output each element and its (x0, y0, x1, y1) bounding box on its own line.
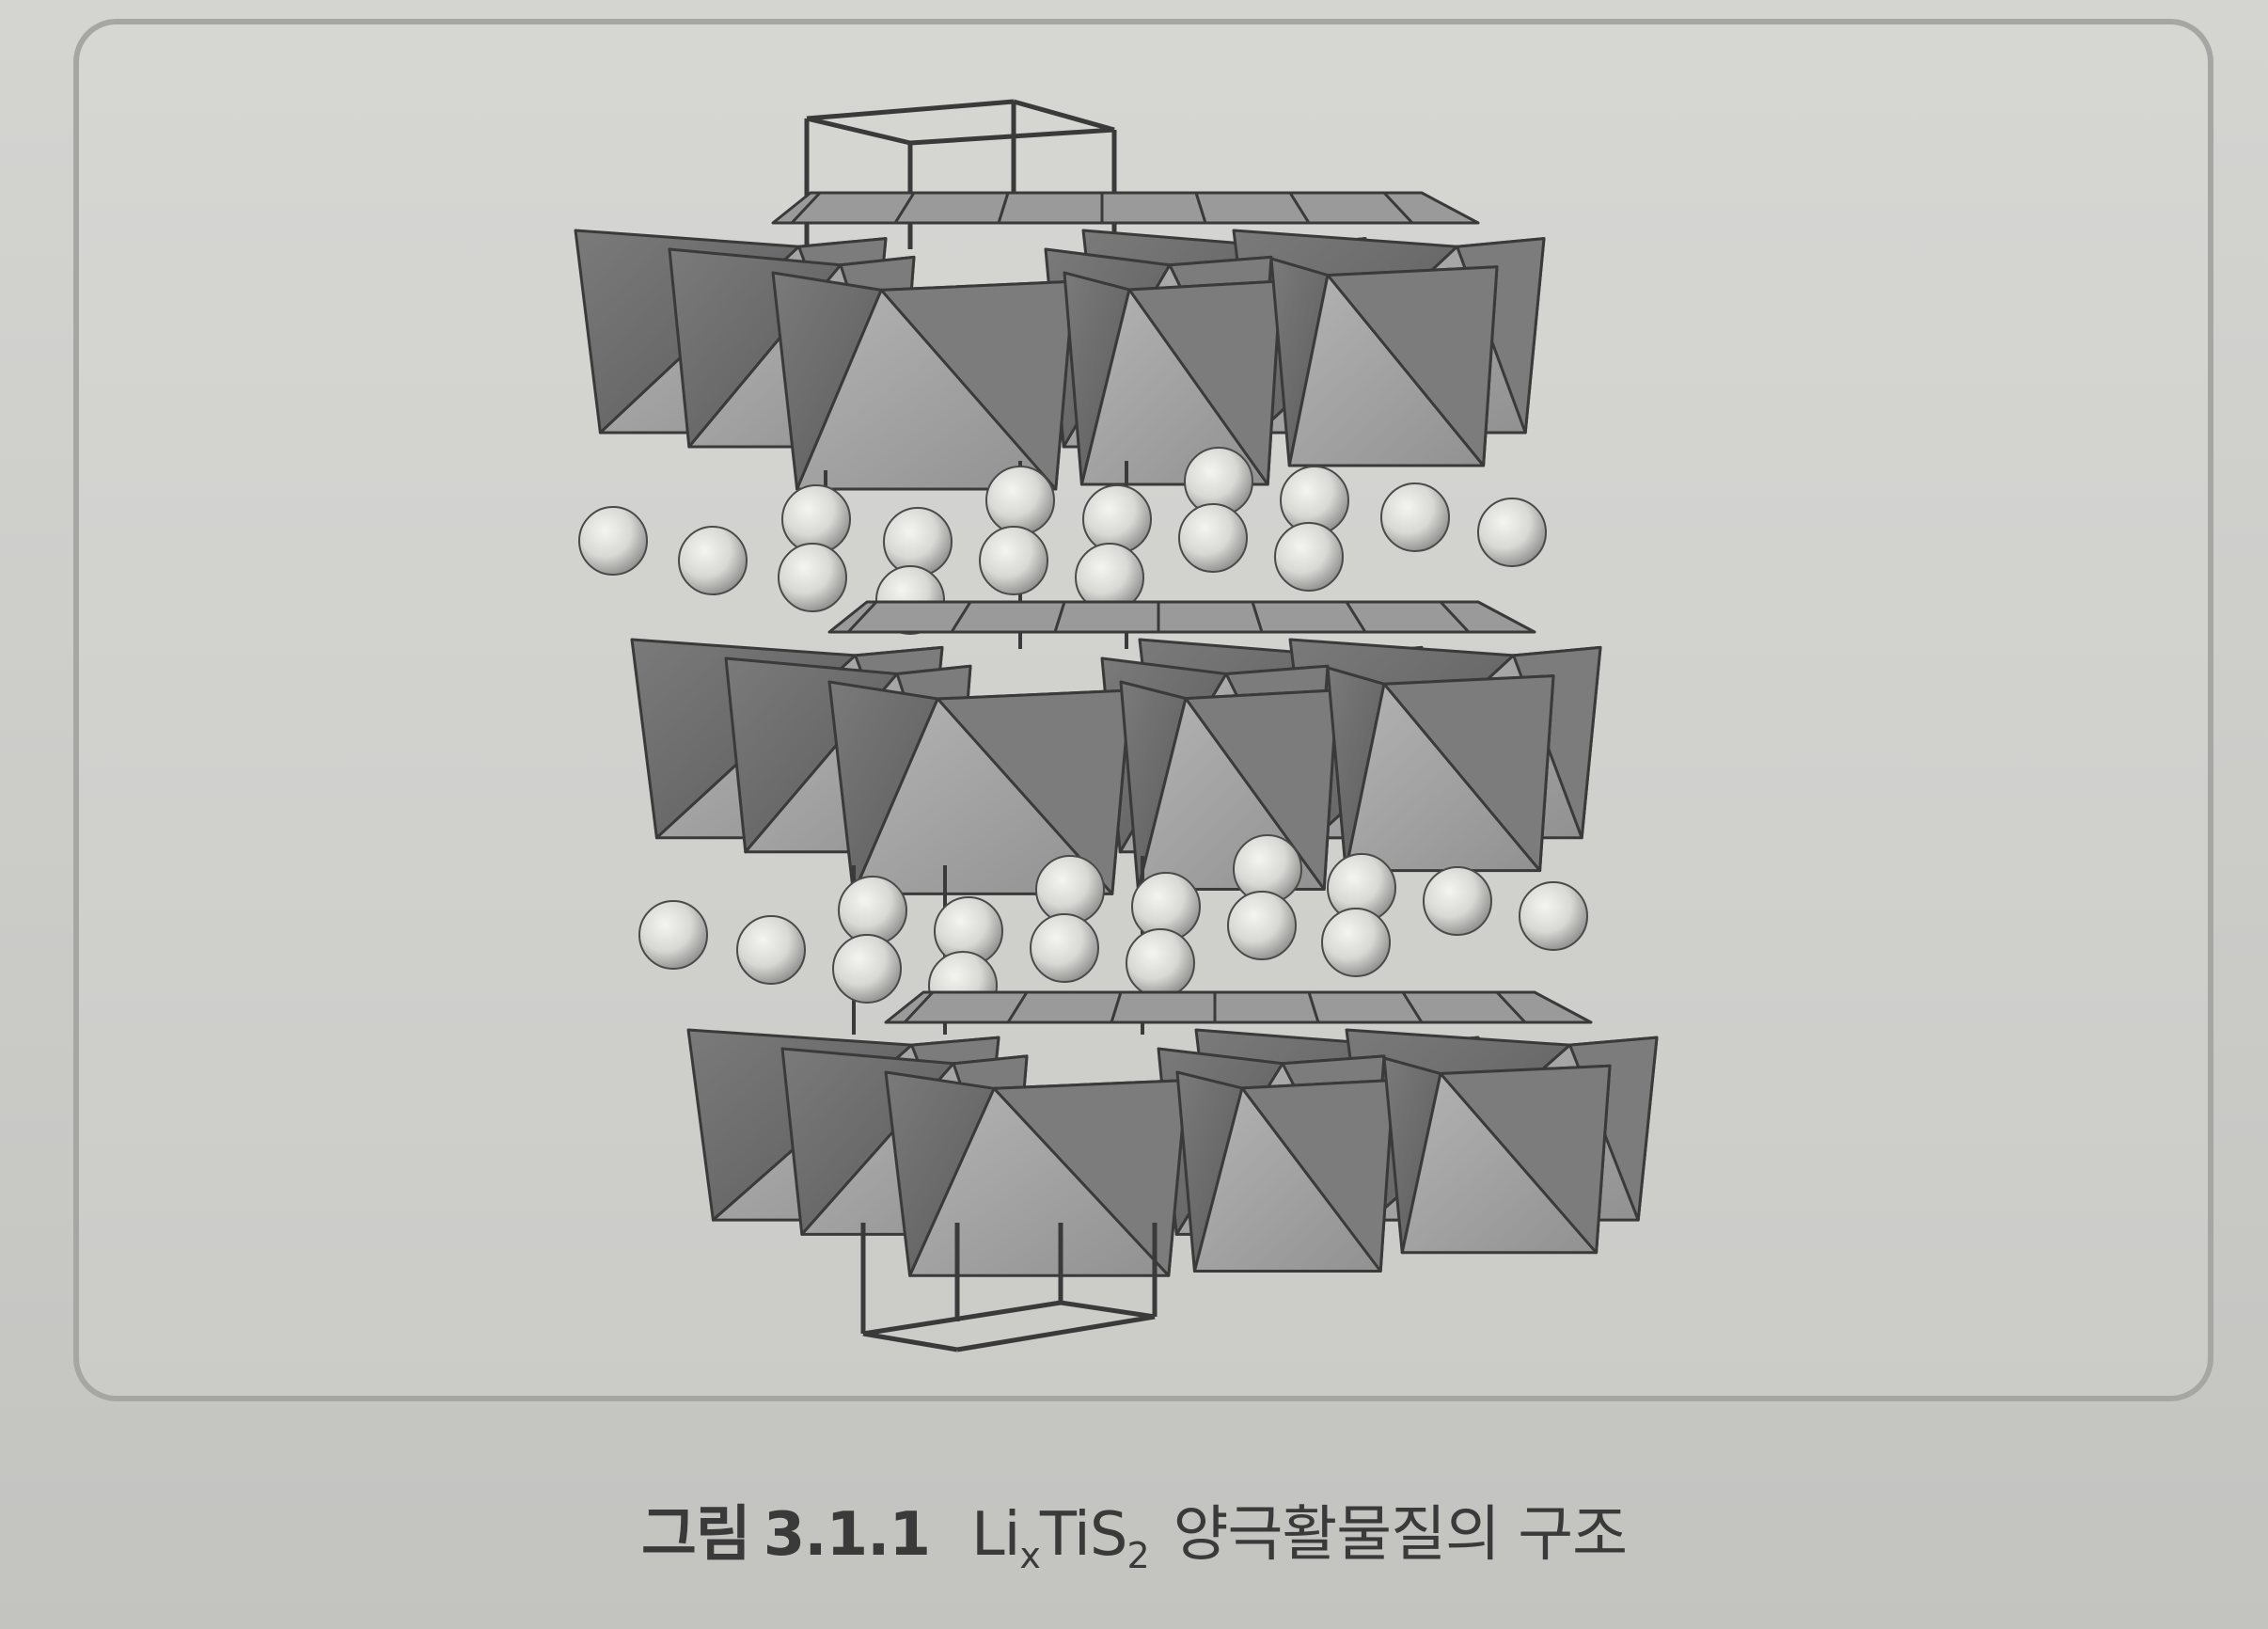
layer-back-edge (1439, 600, 1471, 634)
layer-back-band (827, 600, 1536, 634)
figure-caption: 그림 3.1.1 LixTiS2 양극활물질의 구조 (0, 1486, 2268, 1576)
li-sphere (1082, 484, 1152, 554)
octahedron-face (1184, 688, 1339, 891)
octahedron-face (936, 688, 1132, 895)
li-sphere (1274, 522, 1344, 592)
octahedron-face (1127, 279, 1283, 486)
octahedron-face (1326, 265, 1499, 467)
unit-cell-bottom (860, 1223, 1158, 1352)
li-sphere (838, 876, 907, 945)
layer-back-edge (1053, 601, 1066, 633)
layer-back-edge (1288, 192, 1311, 224)
tis2-layer-bottom (686, 990, 1659, 1277)
layer-back-edge (950, 601, 972, 633)
layer-back-edge (1382, 191, 1414, 225)
li-sphere (832, 934, 902, 1004)
cell-edge (806, 116, 911, 146)
li-sphere (638, 900, 708, 970)
layer-back-edge (1251, 601, 1264, 633)
octahedron-face (879, 279, 1076, 491)
li-sphere (1030, 913, 1099, 983)
octahedron-face (992, 1079, 1189, 1277)
caption-number: 3.1.1 (763, 1500, 931, 1570)
lixtis2-structure-diagram (574, 99, 1659, 1352)
unit-cell-top (804, 99, 1117, 249)
layer-back-edge (1401, 991, 1424, 1023)
tis2-layer-top (574, 191, 1546, 491)
li-sphere (1178, 503, 1248, 573)
cell-edge (862, 1300, 1062, 1336)
layer-back-edge (1194, 192, 1207, 224)
cell-edge (956, 1314, 1156, 1352)
li-sphere (1423, 866, 1492, 936)
layer-back-edge (1006, 991, 1029, 1023)
layer-back-edge (1110, 991, 1123, 1023)
layer-back-edge (1345, 601, 1367, 633)
li-sphere (1380, 482, 1450, 552)
li-sphere (678, 526, 748, 595)
cell-edge (806, 99, 1015, 121)
li-sphere (1035, 855, 1105, 925)
layer-back-edge (893, 192, 916, 224)
li-sphere (1519, 881, 1588, 951)
layer-back-edge (997, 192, 1010, 224)
octahedron-face (1439, 1064, 1612, 1255)
li-sphere (736, 915, 806, 985)
li-sphere (985, 466, 1055, 535)
layer-back-edge (1307, 991, 1320, 1023)
layer-back-band (771, 191, 1480, 225)
li-sphere (1126, 928, 1195, 998)
layer-back-edge (790, 191, 822, 225)
octahedron-face (1382, 674, 1555, 873)
li-layer-lower (638, 834, 1588, 1035)
layer-back-band (884, 990, 1593, 1024)
li-sphere (1477, 498, 1547, 567)
layer-back-edge (1495, 990, 1527, 1024)
li-sphere (979, 526, 1048, 595)
li-sphere (578, 506, 648, 576)
caption-text: 양극활물질의 구조 (1173, 1500, 1628, 1570)
cell-edge (1060, 1300, 1156, 1320)
layer-back-edge (846, 600, 878, 634)
li-layer-upper (578, 447, 1547, 649)
cell-edge (862, 1331, 958, 1352)
li-sphere (883, 507, 953, 577)
caption-formula: LixTiS2 (970, 1500, 1150, 1576)
tis2-layer-middle (630, 600, 1602, 895)
layer-back-edge (903, 990, 935, 1024)
li-sphere (1321, 908, 1391, 977)
li-sphere (1227, 891, 1297, 960)
li-sphere (781, 484, 851, 554)
li-sphere (778, 543, 847, 612)
caption-label: 그림 (640, 1500, 751, 1570)
cell-edge (1013, 99, 1115, 133)
octahedron-face (1240, 1078, 1395, 1273)
